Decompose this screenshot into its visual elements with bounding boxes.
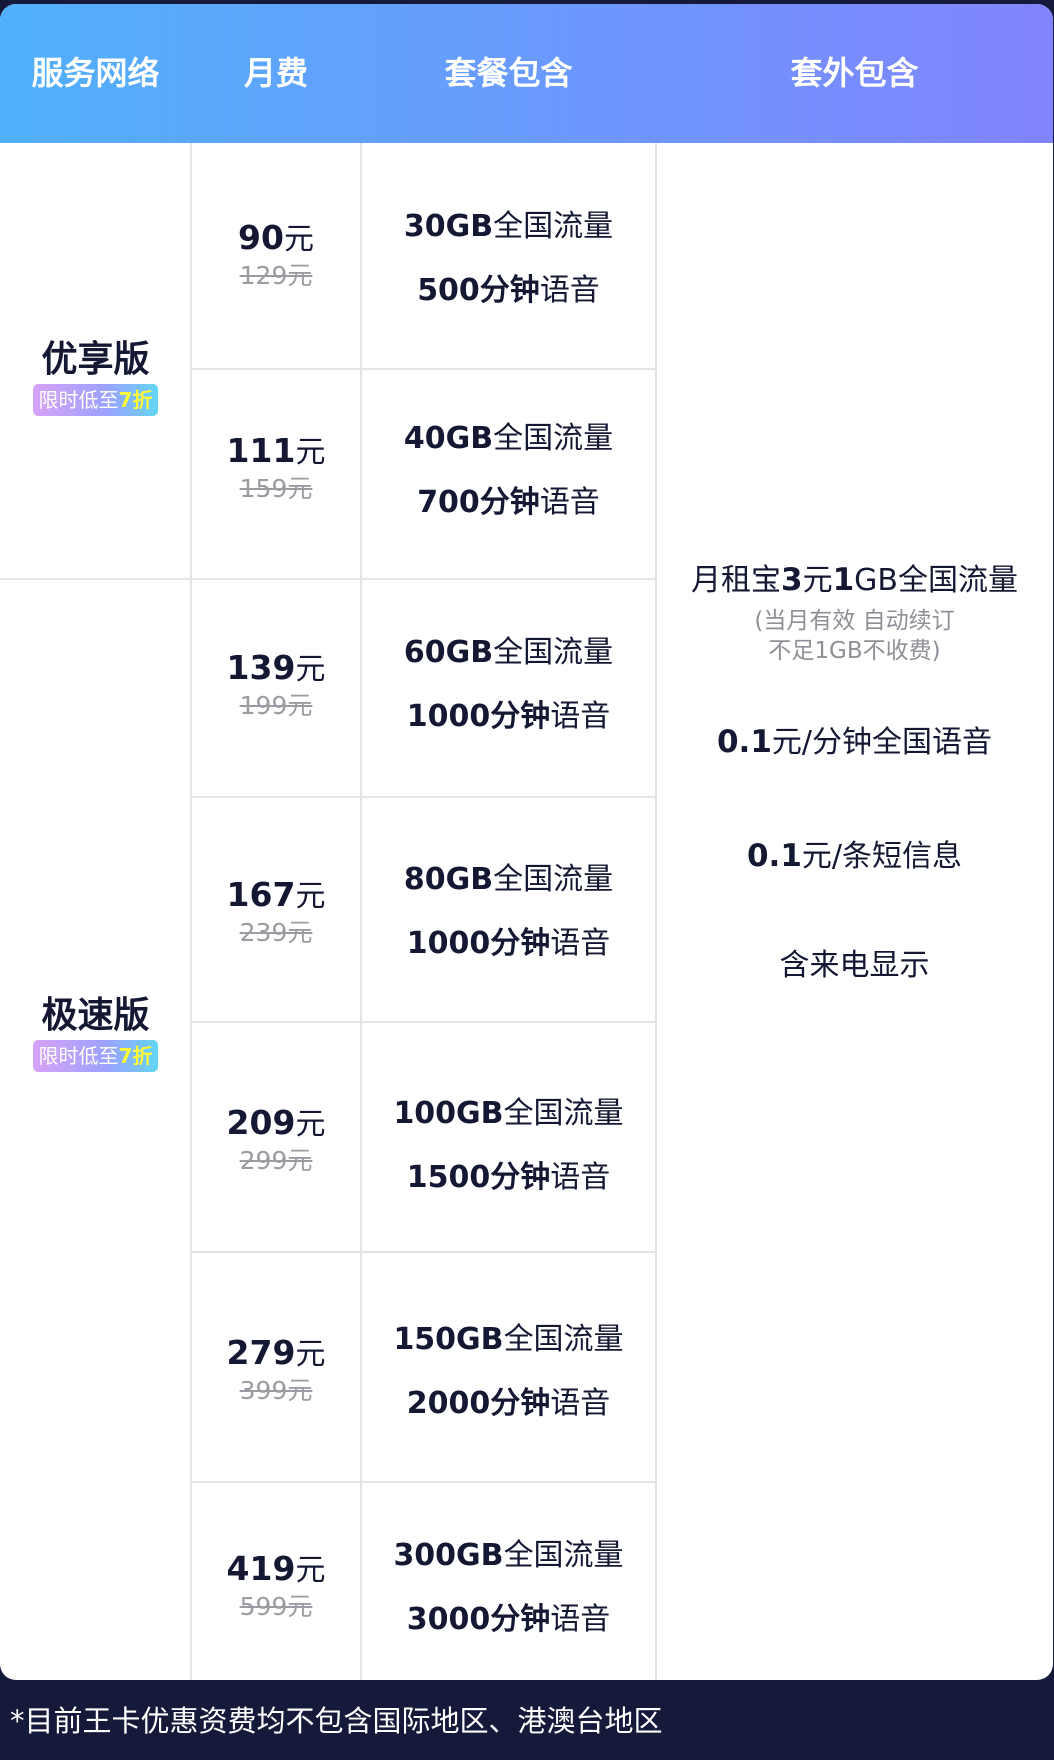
price-cell: 111元 159元 — [192, 431, 360, 505]
header-service-network: 服务网络 — [31, 54, 160, 92]
original-price: 159元 — [239, 474, 313, 503]
package-cell: 100GB全国流量 1500分钟语音 — [362, 1094, 655, 1198]
divider — [190, 1021, 656, 1023]
divider — [190, 1251, 656, 1253]
group-youxiang: 优享版 限时低至7折 — [0, 338, 191, 416]
price-cell: 209元 299元 — [192, 1103, 360, 1177]
original-price: 199元 — [239, 691, 313, 720]
current-price: 419元 — [226, 1549, 326, 1588]
extra-caller-id: 含来电显示 — [779, 948, 930, 983]
voice-allowance: 2000分钟语音 — [406, 1386, 611, 1421]
extra-voice-rate: 0.1元/分钟全国语音 — [716, 724, 993, 760]
data-allowance: 40GB全国流量 — [403, 421, 614, 456]
table-header: 服务网络 月费 套餐包含 套外包含 — [0, 4, 1053, 143]
package-cell: 30GB全国流量 500分钟语音 — [362, 207, 655, 311]
package-cell: 80GB全国流量 1000分钟语音 — [362, 860, 655, 964]
voice-allowance: 1000分钟语音 — [406, 926, 611, 961]
group-jisu: 极速版 限时低至7折 — [0, 994, 191, 1072]
current-price: 209元 — [226, 1103, 326, 1142]
data-allowance: 80GB全国流量 — [403, 862, 614, 897]
divider — [190, 1481, 656, 1483]
data-allowance: 300GB全国流量 — [393, 1538, 624, 1573]
original-price: 599元 — [239, 1592, 313, 1621]
group-name: 极速版 — [41, 995, 150, 1036]
package-cell: 150GB全国流量 2000分钟语音 — [362, 1320, 655, 1424]
divider — [360, 143, 362, 1680]
original-price: 399元 — [239, 1376, 313, 1405]
data-allowance: 30GB全国流量 — [403, 209, 614, 244]
price-cell: 167元 239元 — [192, 875, 360, 949]
original-price: 129元 — [239, 261, 313, 290]
extra-monthly-note: (当月有效 自动续订 不足1GB不收费) — [754, 608, 955, 664]
current-price: 167元 — [226, 875, 326, 914]
package-cell: 300GB全国流量 3000分钟语音 — [362, 1536, 655, 1640]
header-extra-includes: 套外包含 — [790, 54, 919, 92]
divider — [190, 796, 656, 798]
divider — [655, 143, 657, 1680]
discount-badge: 限时低至7折 — [32, 1040, 159, 1072]
voice-allowance: 500分钟语音 — [417, 273, 600, 308]
price-cell: 419元 599元 — [192, 1549, 360, 1623]
divider — [190, 578, 656, 580]
current-price: 90元 — [238, 218, 314, 257]
divider — [190, 368, 656, 370]
voice-allowance: 1000分钟语音 — [406, 699, 611, 734]
original-price: 299元 — [239, 1146, 313, 1175]
extra-monthly-data: 月租宝3元1GB全国流量 — [691, 562, 1018, 598]
data-allowance: 100GB全国流量 — [393, 1096, 624, 1131]
data-allowance: 60GB全国流量 — [403, 635, 614, 670]
price-cell: 139元 199元 — [192, 648, 360, 722]
package-cell: 40GB全国流量 700分钟语音 — [362, 419, 655, 523]
group-name: 优享版 — [41, 339, 150, 380]
header-monthly-fee: 月费 — [243, 54, 308, 92]
current-price: 139元 — [226, 648, 326, 687]
footer-disclaimer: *目前王卡优惠资费均不包含国际地区、港澳台地区 — [10, 1704, 663, 1738]
price-cell: 90元 129元 — [192, 218, 360, 292]
data-allowance: 150GB全国流量 — [393, 1322, 624, 1357]
voice-allowance: 700分钟语音 — [417, 485, 600, 520]
header-package-includes: 套餐包含 — [444, 54, 573, 92]
extra-sms-rate: 0.1元/条短信息 — [746, 838, 963, 874]
divider — [0, 578, 191, 580]
current-price: 279元 — [226, 1333, 326, 1372]
discount-badge: 限时低至7折 — [32, 384, 159, 416]
current-price: 111元 — [226, 431, 326, 470]
price-cell: 279元 399元 — [192, 1333, 360, 1407]
package-cell: 60GB全国流量 1000分钟语音 — [362, 633, 655, 737]
divider — [190, 143, 192, 1680]
original-price: 239元 — [239, 918, 313, 947]
voice-allowance: 1500分钟语音 — [406, 1160, 611, 1195]
plan-table-card: 服务网络 月费 套餐包含 套外包含 优享版 限时低至7折 极速版 限时低至7折 … — [0, 4, 1053, 1680]
voice-allowance: 3000分钟语音 — [406, 1602, 611, 1637]
